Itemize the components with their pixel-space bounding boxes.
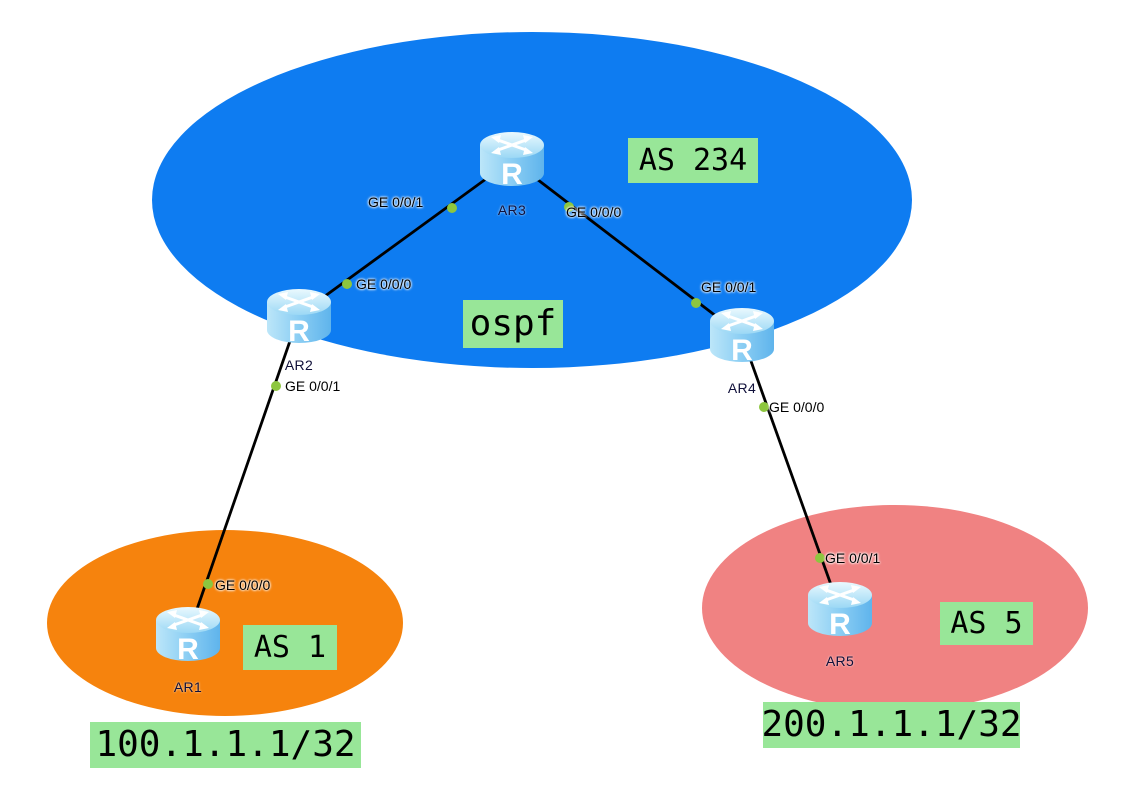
- tag-as5: AS 5: [940, 602, 1033, 645]
- link-ar3-ar2[interactable]: [298, 158, 513, 317]
- interface-label-ar3-ge000: GE 0/0/0: [566, 204, 622, 220]
- router-name-ar5: AR5: [825, 653, 855, 669]
- port-dot: [342, 279, 352, 289]
- interface-label-ar2-ge001: GE 0/0/1: [285, 378, 341, 394]
- interface-label-ar4-ge000: GE 0/0/0: [769, 399, 825, 415]
- router-ar4[interactable]: R: [706, 304, 778, 368]
- router-icon: R: [480, 132, 544, 191]
- router-ar5[interactable]: R: [804, 578, 876, 642]
- router-icon: R: [156, 607, 220, 666]
- interface-label-ar4-ge001: GE 0/0/1: [701, 279, 757, 295]
- tag-as234: AS 234: [628, 138, 758, 183]
- port-dot: [564, 202, 574, 212]
- router-name-ar1: AR1: [173, 679, 203, 695]
- interface-label-ar2-ge000: GE 0/0/0: [356, 276, 412, 292]
- router-ar1[interactable]: R: [152, 603, 224, 667]
- tag-as1: AS 1: [243, 625, 337, 670]
- router-icon-letter: R: [731, 334, 753, 367]
- port-dot: [447, 203, 457, 213]
- link-ar3-ar4[interactable]: [511, 158, 743, 338]
- router-icon-letter: R: [829, 608, 851, 641]
- port-dot: [691, 298, 701, 308]
- router-icon: R: [808, 582, 872, 641]
- router-icon: R: [710, 308, 774, 367]
- port-dot: [759, 402, 769, 412]
- port-dot: [271, 381, 281, 391]
- router-name-ar3: AR3: [497, 202, 527, 218]
- interface-label-ar1-ge000: GE 0/0/0: [215, 577, 271, 593]
- router-name-ar4: AR4: [727, 380, 757, 396]
- router-name-ar2: AR2: [284, 357, 314, 373]
- router-icon-letter: R: [501, 158, 523, 191]
- tag-ip-as1: 100.1.1.1/32: [90, 722, 361, 768]
- link-ar4-ar5[interactable]: [740, 335, 842, 611]
- port-dot: [203, 579, 213, 589]
- interface-label-ar3-ge001: GE 0/0/1: [368, 194, 424, 210]
- tag-ospf: ospf: [463, 300, 563, 348]
- tag-ip-as5: 200.1.1.1/32: [761, 702, 1022, 748]
- router-ar3[interactable]: R: [476, 128, 548, 192]
- router-icon-letter: R: [177, 633, 199, 666]
- router-ar2[interactable]: R: [263, 285, 335, 349]
- port-dot: [815, 553, 825, 563]
- router-icon-letter: R: [288, 315, 310, 348]
- router-icon: R: [267, 289, 331, 348]
- zone-as1: [47, 530, 403, 716]
- interface-label-ar5-ge001: GE 0/0/1: [825, 550, 881, 566]
